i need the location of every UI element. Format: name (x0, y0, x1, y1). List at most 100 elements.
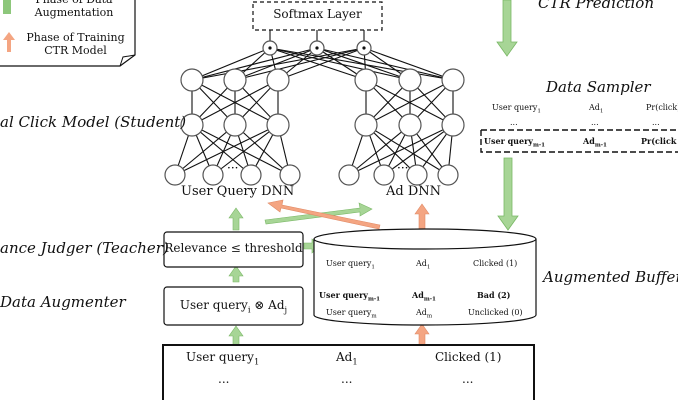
sampler-dots-3: ... (652, 118, 660, 127)
ctr-prediction-label: CTR Prediction (538, 0, 655, 12)
training-legend-label: Phase of Training CTR Model (26, 31, 125, 57)
network-edge (269, 47, 411, 81)
neural-network: ······ (164, 30, 465, 186)
bottom-row1-label: Clicked (1) (435, 350, 502, 364)
network-edge (191, 47, 318, 81)
augmentation-legend-swatch (3, 0, 11, 14)
sampler-row1-query: User query1 (492, 103, 541, 115)
network-edge (316, 47, 454, 81)
network-edge (365, 124, 449, 176)
buffer-row-query: User querym-1 (319, 290, 381, 303)
network-edge (191, 124, 291, 176)
network-node (266, 68, 290, 92)
sampler-row1-pr: Pr(click) (646, 103, 678, 112)
buffer-to-ad-dnn-arrow-icon (414, 203, 430, 230)
network-edge (191, 47, 365, 81)
softmax-dot (268, 46, 272, 50)
network-edge (363, 47, 454, 81)
sampler-row2-pr: Pr(click (641, 136, 677, 146)
network-ellipsis: ··· (397, 161, 408, 175)
network-edge (269, 47, 454, 81)
network-node (373, 164, 395, 186)
augmented-buffer-cylinder (313, 228, 537, 326)
network-edge (174, 124, 236, 176)
network-node (180, 113, 204, 137)
augmenter-up-arrow-icon (228, 265, 244, 283)
network-edge (348, 124, 454, 176)
legend (0, 0, 136, 67)
sampler-dots-2: ... (591, 118, 599, 127)
softmax-dot (315, 46, 319, 50)
network-node (354, 68, 378, 92)
ctr-prediction-arrow-icon (496, 0, 518, 57)
relevance-box-label: Relevance ≤ threshold (164, 241, 303, 255)
relevance-up-arrow-icon (228, 207, 244, 231)
network-node (398, 113, 422, 137)
bottom-up-green-arrow-icon (228, 325, 244, 346)
network-edge (234, 47, 365, 81)
network-node (338, 164, 360, 186)
data-augmenter-box (163, 286, 304, 326)
bottom-to-buffer-orange-arrow-icon (414, 323, 430, 346)
teacher-label: ance Judger (Teacher) (0, 239, 169, 257)
buffer-row-label: Clicked (1) (473, 259, 518, 268)
softmax-layer-box (252, 1, 383, 31)
buffer-row-label: Bad (2) (477, 290, 511, 300)
buffer-row-ad: Ad1 (416, 259, 431, 271)
ad-dnn-label: Ad DNN (386, 184, 442, 199)
network-node (202, 164, 224, 186)
relevance-judger-box (163, 231, 304, 268)
network-edge (383, 124, 454, 176)
augmenter-box-label: User queryi ⊗ Adj (179, 298, 288, 315)
network-edge (234, 124, 291, 176)
data-sampler-box (480, 129, 678, 153)
bottom-dots-1: ... (218, 372, 230, 386)
network-node (354, 113, 378, 137)
sampler-row2-ad: Adm-1 (583, 136, 607, 149)
softmax-dot (362, 46, 366, 50)
buffer-row-ad: Adm-1 (412, 290, 436, 303)
buffer-row-query: User querym (326, 308, 377, 320)
softmax-layer-label: Softmax Layer (273, 7, 362, 21)
bottom-dots-2: ... (341, 372, 353, 386)
sampler-down-arrow-icon (497, 157, 519, 231)
augmentation-legend-label: Phase of Data Augmentation (34, 0, 114, 19)
training-legend-arrow-icon (3, 32, 15, 52)
network-node (223, 113, 247, 137)
network-node (180, 68, 204, 92)
data-sampler-title: Data Sampler (546, 78, 651, 96)
student-label: al Click Model (Student) (0, 113, 187, 131)
buffer-to-query-dnn-orange-arrow-icon (267, 199, 381, 230)
network-edge (191, 79, 279, 126)
network-node (164, 164, 186, 186)
network-node (437, 164, 459, 186)
buffer-row-label: Unclicked (0) (468, 308, 523, 317)
user-query-dnn-label: User Query DNN (181, 184, 295, 199)
network-node (266, 113, 290, 137)
network-node (406, 164, 428, 186)
network-edge (191, 124, 252, 176)
buffer-row-query: User query1 (326, 259, 375, 271)
bottom-dots-3: ... (462, 372, 474, 386)
network-node (279, 164, 301, 186)
network-edge (191, 47, 271, 81)
augmenter-label: Data Augmenter (0, 293, 126, 311)
network-node (398, 68, 422, 92)
bottom-row1-ad: Ad1 (336, 350, 358, 367)
network-edge (277, 47, 365, 81)
bottom-data-box (162, 344, 535, 400)
network-edge (365, 79, 454, 126)
augmented-buffer-title: Augmented Buffer (543, 268, 678, 286)
network-edge (212, 124, 279, 176)
sampler-row2-query: User querym-1 (484, 136, 546, 149)
network-edge (269, 47, 367, 81)
network-edge (174, 124, 279, 176)
network-node (240, 164, 262, 186)
network-node (441, 113, 465, 137)
bottom-row1-query: User query1 (186, 350, 260, 367)
network-edge (365, 124, 418, 176)
buffer-row-ad: Adm (416, 308, 433, 320)
network-node (223, 68, 247, 92)
